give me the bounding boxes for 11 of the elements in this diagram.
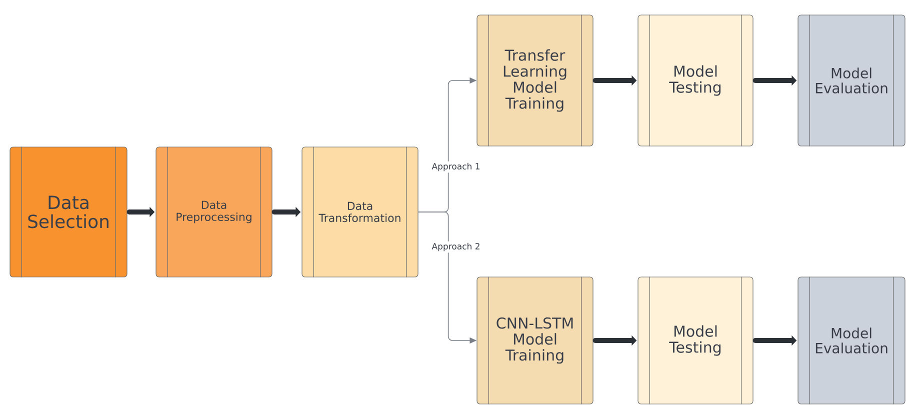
process-box: Model Testing — [638, 14, 754, 147]
process-box: Model Evaluation — [798, 276, 906, 405]
process-box: Data Transformation — [302, 146, 418, 278]
process-box: Model Evaluation — [798, 14, 906, 147]
process-box: Data Selection — [10, 146, 128, 278]
edge-label: Approach 1 — [430, 161, 482, 173]
process-box: Data Preprocessing — [156, 146, 272, 278]
process-box: Model Testing — [638, 276, 754, 405]
process-box: Transfer Learning Model Training — [476, 14, 594, 147]
process-box: CNN-LSTM Model Training — [476, 276, 594, 405]
edge-label: Approach 2 — [430, 241, 482, 253]
